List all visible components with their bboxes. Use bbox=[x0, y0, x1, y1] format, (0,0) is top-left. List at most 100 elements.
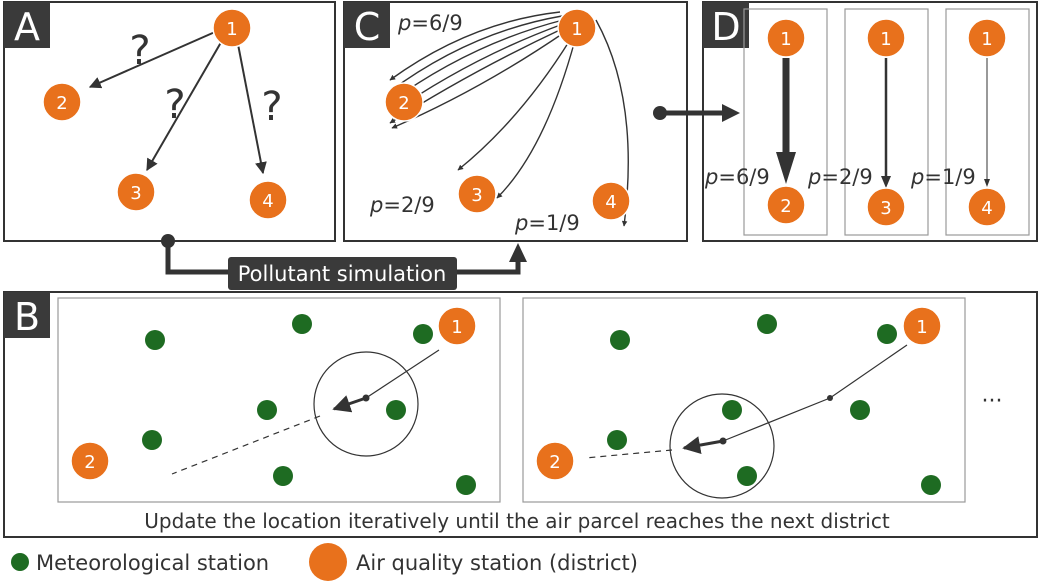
prob-label-c-4: p=1/9 bbox=[514, 211, 580, 235]
arrow-d-thick-head bbox=[776, 152, 796, 184]
prob-label-d-2: p=6/9 bbox=[704, 165, 770, 189]
met-station bbox=[737, 466, 757, 486]
node-c-4: 4 bbox=[591, 181, 631, 221]
panel-b-letter: B bbox=[14, 295, 40, 339]
panel-a: A ? ? ? 1 2 3 4 bbox=[3, 1, 336, 242]
simulation-label: Pollutant simulation bbox=[238, 262, 447, 286]
prob-label-d-3: p=2/9 bbox=[807, 165, 873, 189]
panel-c-frame bbox=[343, 1, 688, 242]
map-right-frame bbox=[522, 297, 966, 503]
met-station bbox=[273, 466, 293, 486]
met-station bbox=[386, 400, 406, 420]
svg-text:3: 3 bbox=[471, 185, 482, 206]
subframe-d-4 bbox=[945, 8, 1030, 236]
node-c-3: 3 bbox=[457, 174, 497, 214]
node-b-right-2: 2 bbox=[535, 441, 575, 481]
node-d-3: 3 bbox=[866, 187, 906, 227]
met-station bbox=[722, 400, 742, 420]
met-station bbox=[142, 430, 162, 450]
svg-text:4: 4 bbox=[981, 198, 992, 219]
parcel-point bbox=[362, 394, 370, 402]
met-stations-left bbox=[142, 314, 476, 495]
question-mark-3: ? bbox=[261, 84, 282, 130]
node-4: 4 bbox=[248, 180, 288, 220]
subframe-d-2 bbox=[743, 8, 828, 236]
svg-text:3: 3 bbox=[130, 183, 141, 204]
panel-c: C p=6/9 p=2/9 p=1/9 1 2 3 bbox=[343, 1, 688, 242]
svg-text:4: 4 bbox=[262, 191, 273, 212]
trajectory-step-arrow bbox=[332, 395, 367, 413]
arrow-1-to-4 bbox=[235, 33, 267, 175]
node-1: 1 bbox=[212, 8, 252, 48]
arrow-d-thin-head bbox=[984, 179, 990, 187]
arrow-1-to-3 bbox=[146, 31, 228, 172]
svg-text:2: 2 bbox=[56, 93, 67, 114]
met-station bbox=[850, 400, 870, 420]
trajectory-step-arrow-2 bbox=[682, 436, 724, 454]
met-station bbox=[757, 314, 777, 334]
svg-text:1: 1 bbox=[780, 29, 791, 50]
panel-d-letter: D bbox=[711, 5, 740, 49]
svg-text:2: 2 bbox=[398, 93, 409, 114]
arrow-1-to-2 bbox=[88, 27, 225, 89]
trajectory-solid bbox=[365, 349, 440, 399]
trajectory-dashed bbox=[171, 415, 321, 475]
svg-text:2: 2 bbox=[780, 196, 791, 217]
legend-met-swatch bbox=[11, 553, 29, 571]
met-station bbox=[292, 314, 312, 334]
svg-text:1: 1 bbox=[571, 19, 582, 40]
legend-aq-swatch bbox=[309, 543, 347, 581]
node-c-2: 2 bbox=[384, 82, 424, 122]
subframe-d-3 bbox=[844, 8, 929, 236]
ellipsis: ··· bbox=[982, 389, 1003, 414]
node-3: 3 bbox=[116, 172, 156, 212]
search-radius-circle bbox=[313, 351, 419, 457]
panel-d-badge bbox=[703, 2, 749, 48]
met-station bbox=[877, 324, 897, 344]
panel-a-badge bbox=[4, 2, 50, 48]
prev-parcel-point bbox=[827, 395, 833, 401]
met-station bbox=[607, 430, 627, 450]
svg-text:1: 1 bbox=[880, 29, 891, 50]
svg-text:2: 2 bbox=[84, 452, 95, 473]
prob-label-c-3: p=2/9 bbox=[369, 193, 435, 217]
panel-c-badge bbox=[344, 2, 390, 48]
prob-label-c-2: p=6/9 bbox=[397, 11, 463, 35]
svg-text:1: 1 bbox=[226, 19, 237, 40]
panel-c-letter: C bbox=[354, 5, 381, 49]
map-left: 1 2 bbox=[70, 306, 477, 495]
met-station bbox=[610, 330, 630, 350]
question-mark-2: ? bbox=[164, 82, 185, 128]
node-2: 2 bbox=[42, 82, 82, 122]
map-right: 1 2 bbox=[535, 306, 942, 499]
node-b-left-1: 1 bbox=[437, 306, 477, 346]
svg-text:4: 4 bbox=[605, 192, 616, 213]
curves-to-3 bbox=[457, 39, 576, 199]
search-radius-circle-2 bbox=[669, 393, 775, 499]
node-d-1a: 1 bbox=[766, 18, 806, 58]
connector-c-to-d bbox=[653, 104, 740, 122]
trajectory-solid-2 bbox=[722, 344, 908, 442]
panel-b: B 1 2 bbox=[3, 291, 1038, 538]
met-station bbox=[456, 475, 476, 495]
node-b-left-2: 2 bbox=[70, 441, 110, 481]
simulation-label-box bbox=[228, 257, 457, 290]
svg-text:1: 1 bbox=[451, 317, 462, 338]
connector-a-to-c: Pollutant simulation bbox=[161, 234, 527, 290]
node-d-4: 4 bbox=[967, 187, 1007, 227]
svg-text:1: 1 bbox=[916, 317, 927, 338]
met-station bbox=[921, 475, 941, 495]
met-station bbox=[145, 330, 165, 350]
question-mark-1: ? bbox=[129, 28, 150, 74]
panel-b-frame bbox=[3, 291, 1038, 538]
panel-d: D p=6/9 p=2/9 p=1/9 1 2 1 3 bbox=[702, 1, 1038, 242]
panel-d-frame bbox=[702, 1, 1038, 242]
node-d-1c: 1 bbox=[967, 18, 1007, 58]
node-b-right-1: 1 bbox=[902, 306, 942, 346]
met-stations-right bbox=[607, 314, 941, 495]
svg-text:3: 3 bbox=[880, 198, 891, 219]
svg-text:1: 1 bbox=[981, 29, 992, 50]
parcel-point-2 bbox=[719, 437, 727, 445]
panel-b-caption: Update the location iteratively until th… bbox=[144, 509, 890, 533]
